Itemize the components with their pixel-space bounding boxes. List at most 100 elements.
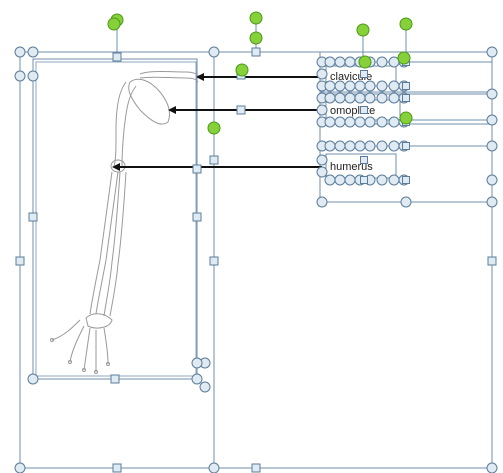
circle-handle[interactable] — [388, 116, 400, 128]
circle-handle[interactable] — [388, 80, 400, 92]
circle-handle[interactable] — [388, 140, 400, 152]
circle-handle[interactable] — [344, 140, 356, 152]
square-handle[interactable] — [487, 256, 497, 266]
square-handle[interactable] — [236, 105, 246, 115]
arm-skeleton-illustration — [50, 71, 201, 374]
square-handle[interactable] — [402, 94, 410, 102]
square-handle[interactable] — [192, 164, 202, 174]
circle-handle[interactable] — [400, 196, 412, 208]
selection-handles[interactable] — [14, 11, 498, 473]
square-handle[interactable] — [112, 463, 122, 473]
green-rotate-handle[interactable] — [356, 23, 370, 37]
circle-handle[interactable] — [324, 174, 336, 186]
green-rotate-handle[interactable] — [235, 63, 249, 77]
circle-handle[interactable] — [27, 70, 39, 82]
circle-handle[interactable] — [14, 46, 26, 58]
square-handle[interactable] — [360, 176, 368, 184]
square-handle[interactable] — [360, 106, 368, 114]
circle-handle[interactable] — [486, 462, 498, 473]
circle-handle[interactable] — [14, 70, 26, 82]
circle-handle[interactable] — [316, 68, 328, 80]
circle-handle[interactable] — [364, 116, 376, 128]
green-rotate-handle[interactable] — [399, 111, 413, 125]
green-rotate-handle[interactable] — [397, 51, 411, 65]
circle-handle[interactable] — [376, 174, 388, 186]
square-handle[interactable] — [251, 463, 261, 473]
circle-handle[interactable] — [344, 92, 356, 104]
square-handle[interactable] — [110, 374, 120, 384]
circle-handle[interactable] — [208, 46, 220, 58]
arrow-omoplate[interactable] — [168, 106, 322, 114]
circle-handle[interactable] — [376, 140, 388, 152]
circle-handle[interactable] — [316, 104, 328, 116]
circle-handle[interactable] — [388, 92, 400, 104]
green-rotate-handle[interactable] — [107, 17, 121, 31]
circle-handle[interactable] — [364, 80, 376, 92]
circle-handle[interactable] — [376, 116, 388, 128]
square-handle[interactable] — [209, 155, 219, 165]
circle-handle[interactable] — [486, 114, 498, 126]
circle-handle[interactable] — [344, 80, 356, 92]
green-rotate-handle[interactable] — [358, 55, 372, 69]
square-handle[interactable] — [360, 156, 368, 164]
circle-handle[interactable] — [316, 154, 328, 166]
square-handle[interactable] — [360, 70, 368, 78]
circle-handle[interactable] — [334, 80, 346, 92]
circle-handle[interactable] — [208, 462, 220, 473]
green-rotate-handle[interactable] — [207, 121, 221, 135]
square-handle[interactable] — [15, 256, 25, 266]
circle-handle[interactable] — [191, 373, 203, 385]
circle-handle[interactable] — [334, 140, 346, 152]
circle-handle[interactable] — [27, 46, 39, 58]
circle-handle[interactable] — [376, 80, 388, 92]
circle-handle[interactable] — [334, 92, 346, 104]
circle-handle[interactable] — [486, 88, 498, 100]
circle-handle[interactable] — [486, 140, 498, 152]
circle-handle[interactable] — [344, 56, 356, 68]
green-rotate-handle[interactable] — [249, 11, 263, 25]
circle-handle[interactable] — [14, 462, 26, 473]
square-handle[interactable] — [209, 256, 219, 266]
square-handle[interactable] — [402, 142, 410, 150]
circle-handle[interactable] — [344, 174, 356, 186]
circle-handle[interactable] — [324, 140, 336, 152]
circle-handle[interactable] — [354, 80, 366, 92]
circle-handle[interactable] — [316, 196, 328, 208]
arrow-humerus[interactable] — [112, 163, 322, 171]
circle-handle[interactable] — [486, 46, 498, 58]
circle-handle[interactable] — [324, 92, 336, 104]
circle-handle[interactable] — [388, 174, 400, 186]
circle-handle[interactable] — [27, 373, 39, 385]
square-handle[interactable] — [402, 82, 410, 90]
circle-handle[interactable] — [354, 140, 366, 152]
frame-inner-image[interactable] — [32, 58, 198, 380]
frame-outer-right[interactable] — [19, 51, 493, 469]
circle-handle[interactable] — [334, 56, 346, 68]
circle-handle[interactable] — [334, 116, 346, 128]
square-handle[interactable] — [28, 212, 38, 222]
square-handle[interactable] — [192, 212, 202, 222]
circle-handle[interactable] — [376, 56, 388, 68]
square-handle[interactable] — [112, 52, 122, 62]
circle-handle[interactable] — [324, 80, 336, 92]
circle-handle[interactable] — [388, 56, 400, 68]
arrow-clavicule[interactable] — [196, 73, 322, 81]
circle-handle[interactable] — [344, 116, 356, 128]
green-rotate-handle[interactable] — [399, 17, 413, 31]
circle-handle[interactable] — [354, 92, 366, 104]
circle-handle[interactable] — [324, 116, 336, 128]
circle-handle[interactable] — [486, 174, 498, 186]
circle-handle[interactable] — [364, 92, 376, 104]
circle-handle[interactable] — [364, 140, 376, 152]
circle-handle[interactable] — [324, 56, 336, 68]
square-handle[interactable] — [251, 47, 261, 57]
circle-handle[interactable] — [354, 116, 366, 128]
square-handle[interactable] — [402, 176, 410, 184]
circle-handle[interactable] — [334, 174, 346, 186]
circle-handle[interactable] — [486, 196, 498, 208]
circle-handle[interactable] — [376, 92, 388, 104]
green-rotate-handle[interactable] — [249, 31, 263, 45]
circle-handle[interactable] — [316, 166, 328, 178]
circle-handle[interactable] — [191, 357, 203, 369]
circle-handle[interactable] — [199, 381, 211, 393]
